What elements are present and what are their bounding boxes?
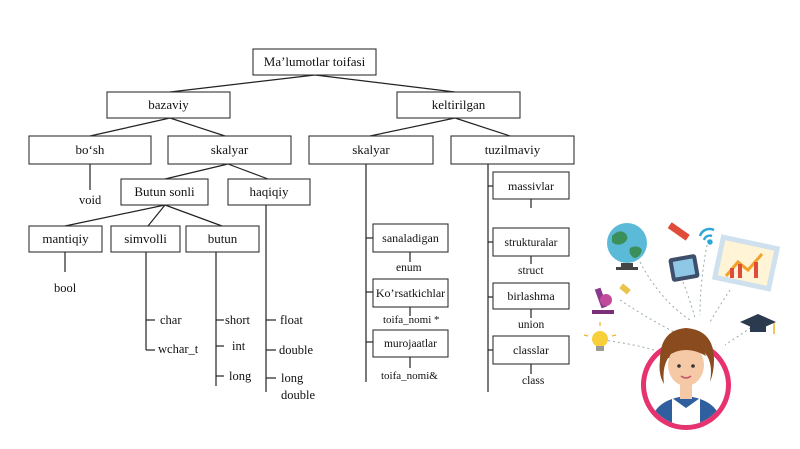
scalar-left-node-label: skalyar — [211, 142, 249, 157]
logical-node-box — [28, 225, 103, 253]
empty-node-label: bo‘sh — [76, 142, 105, 157]
void-leaf: void — [79, 193, 102, 207]
pointers-node-label: Ko’rsatkichlar — [376, 286, 445, 300]
logical-node-label: mantiqiy — [42, 231, 89, 246]
wchar-leaf: wchar_t — [158, 342, 199, 356]
float-leaf: float — [280, 313, 303, 327]
integer-node-label: Butun sonli — [134, 184, 195, 199]
structures-node-label: strukturalar — [504, 237, 557, 249]
teacher-avatar — [641, 328, 731, 430]
structured-node-label: tuzilmaviy — [485, 142, 541, 157]
long-leaf: long — [229, 369, 252, 383]
wifi-icon — [698, 227, 715, 245]
root-node-label: Ma’lumotlar toifasi — [264, 54, 366, 69]
bool-leaf: bool — [54, 281, 77, 295]
education-illustration — [583, 222, 781, 430]
unions-node-label: birlashma — [507, 289, 555, 303]
derived-node-label: keltirilgan — [432, 97, 486, 112]
scalar-right-node-label: skalyar — [352, 142, 390, 157]
double-leaf: double — [279, 343, 313, 357]
unions-node-box — [492, 282, 570, 310]
globe-icon — [607, 223, 647, 270]
scalar-right-node-box — [308, 135, 434, 165]
structured-node-box — [450, 135, 575, 165]
root-node-box — [252, 48, 377, 76]
chart-board-icon — [711, 234, 781, 292]
enumerable-node-label: sanaladigan — [382, 231, 439, 245]
char-leaf: char — [160, 313, 182, 327]
classes-node-label: classlar — [513, 343, 549, 357]
microscope-icon — [592, 283, 631, 314]
arrays-node-label: massivlar — [508, 179, 554, 193]
scalar-left-node-box — [167, 135, 292, 165]
class-leaf: class — [522, 375, 545, 387]
integer-node-box — [120, 178, 209, 206]
enum-leaf: enum — [396, 262, 422, 274]
references-node-label: murojaatlar — [384, 338, 437, 350]
real-node-box — [227, 178, 311, 206]
graduation-cap-icon — [740, 314, 776, 334]
lightbulb-icon — [583, 322, 617, 351]
pen-icon — [667, 222, 690, 241]
tablet-icon — [668, 254, 700, 282]
node-boxes — [28, 48, 575, 365]
symbolic-node-label: simvolli — [124, 231, 167, 246]
union-leaf: union — [518, 319, 544, 331]
long-double-leaf-line1: long — [281, 371, 304, 385]
empty-node-box — [28, 135, 152, 165]
pointers-node-box — [372, 278, 449, 308]
reference-syntax-leaf: toifa_nomi& — [381, 370, 438, 382]
connector-lines — [64, 74, 532, 392]
references-node-box — [372, 329, 449, 358]
illustration-dotted-lines — [602, 239, 756, 353]
structures-node-box — [492, 227, 570, 257]
real-node-label: haqiqiy — [250, 184, 289, 199]
long-double-leaf-line2: double — [281, 388, 315, 402]
enumerable-node-box — [372, 223, 449, 253]
derived-node-box — [396, 91, 521, 119]
base-node-label: bazaviy — [148, 97, 189, 112]
symbolic-node-box — [110, 225, 181, 253]
short-leaf: short — [225, 313, 251, 327]
int-leaf: int — [232, 339, 246, 353]
struct-leaf: struct — [518, 265, 544, 277]
pointer-syntax-leaf: toifa_nomi * — [383, 314, 440, 326]
whole-node-label: butun — [208, 231, 238, 246]
classes-node-box — [492, 335, 570, 365]
arrays-node-box — [492, 171, 570, 200]
whole-node-box — [185, 225, 260, 253]
base-node-box — [106, 91, 231, 119]
